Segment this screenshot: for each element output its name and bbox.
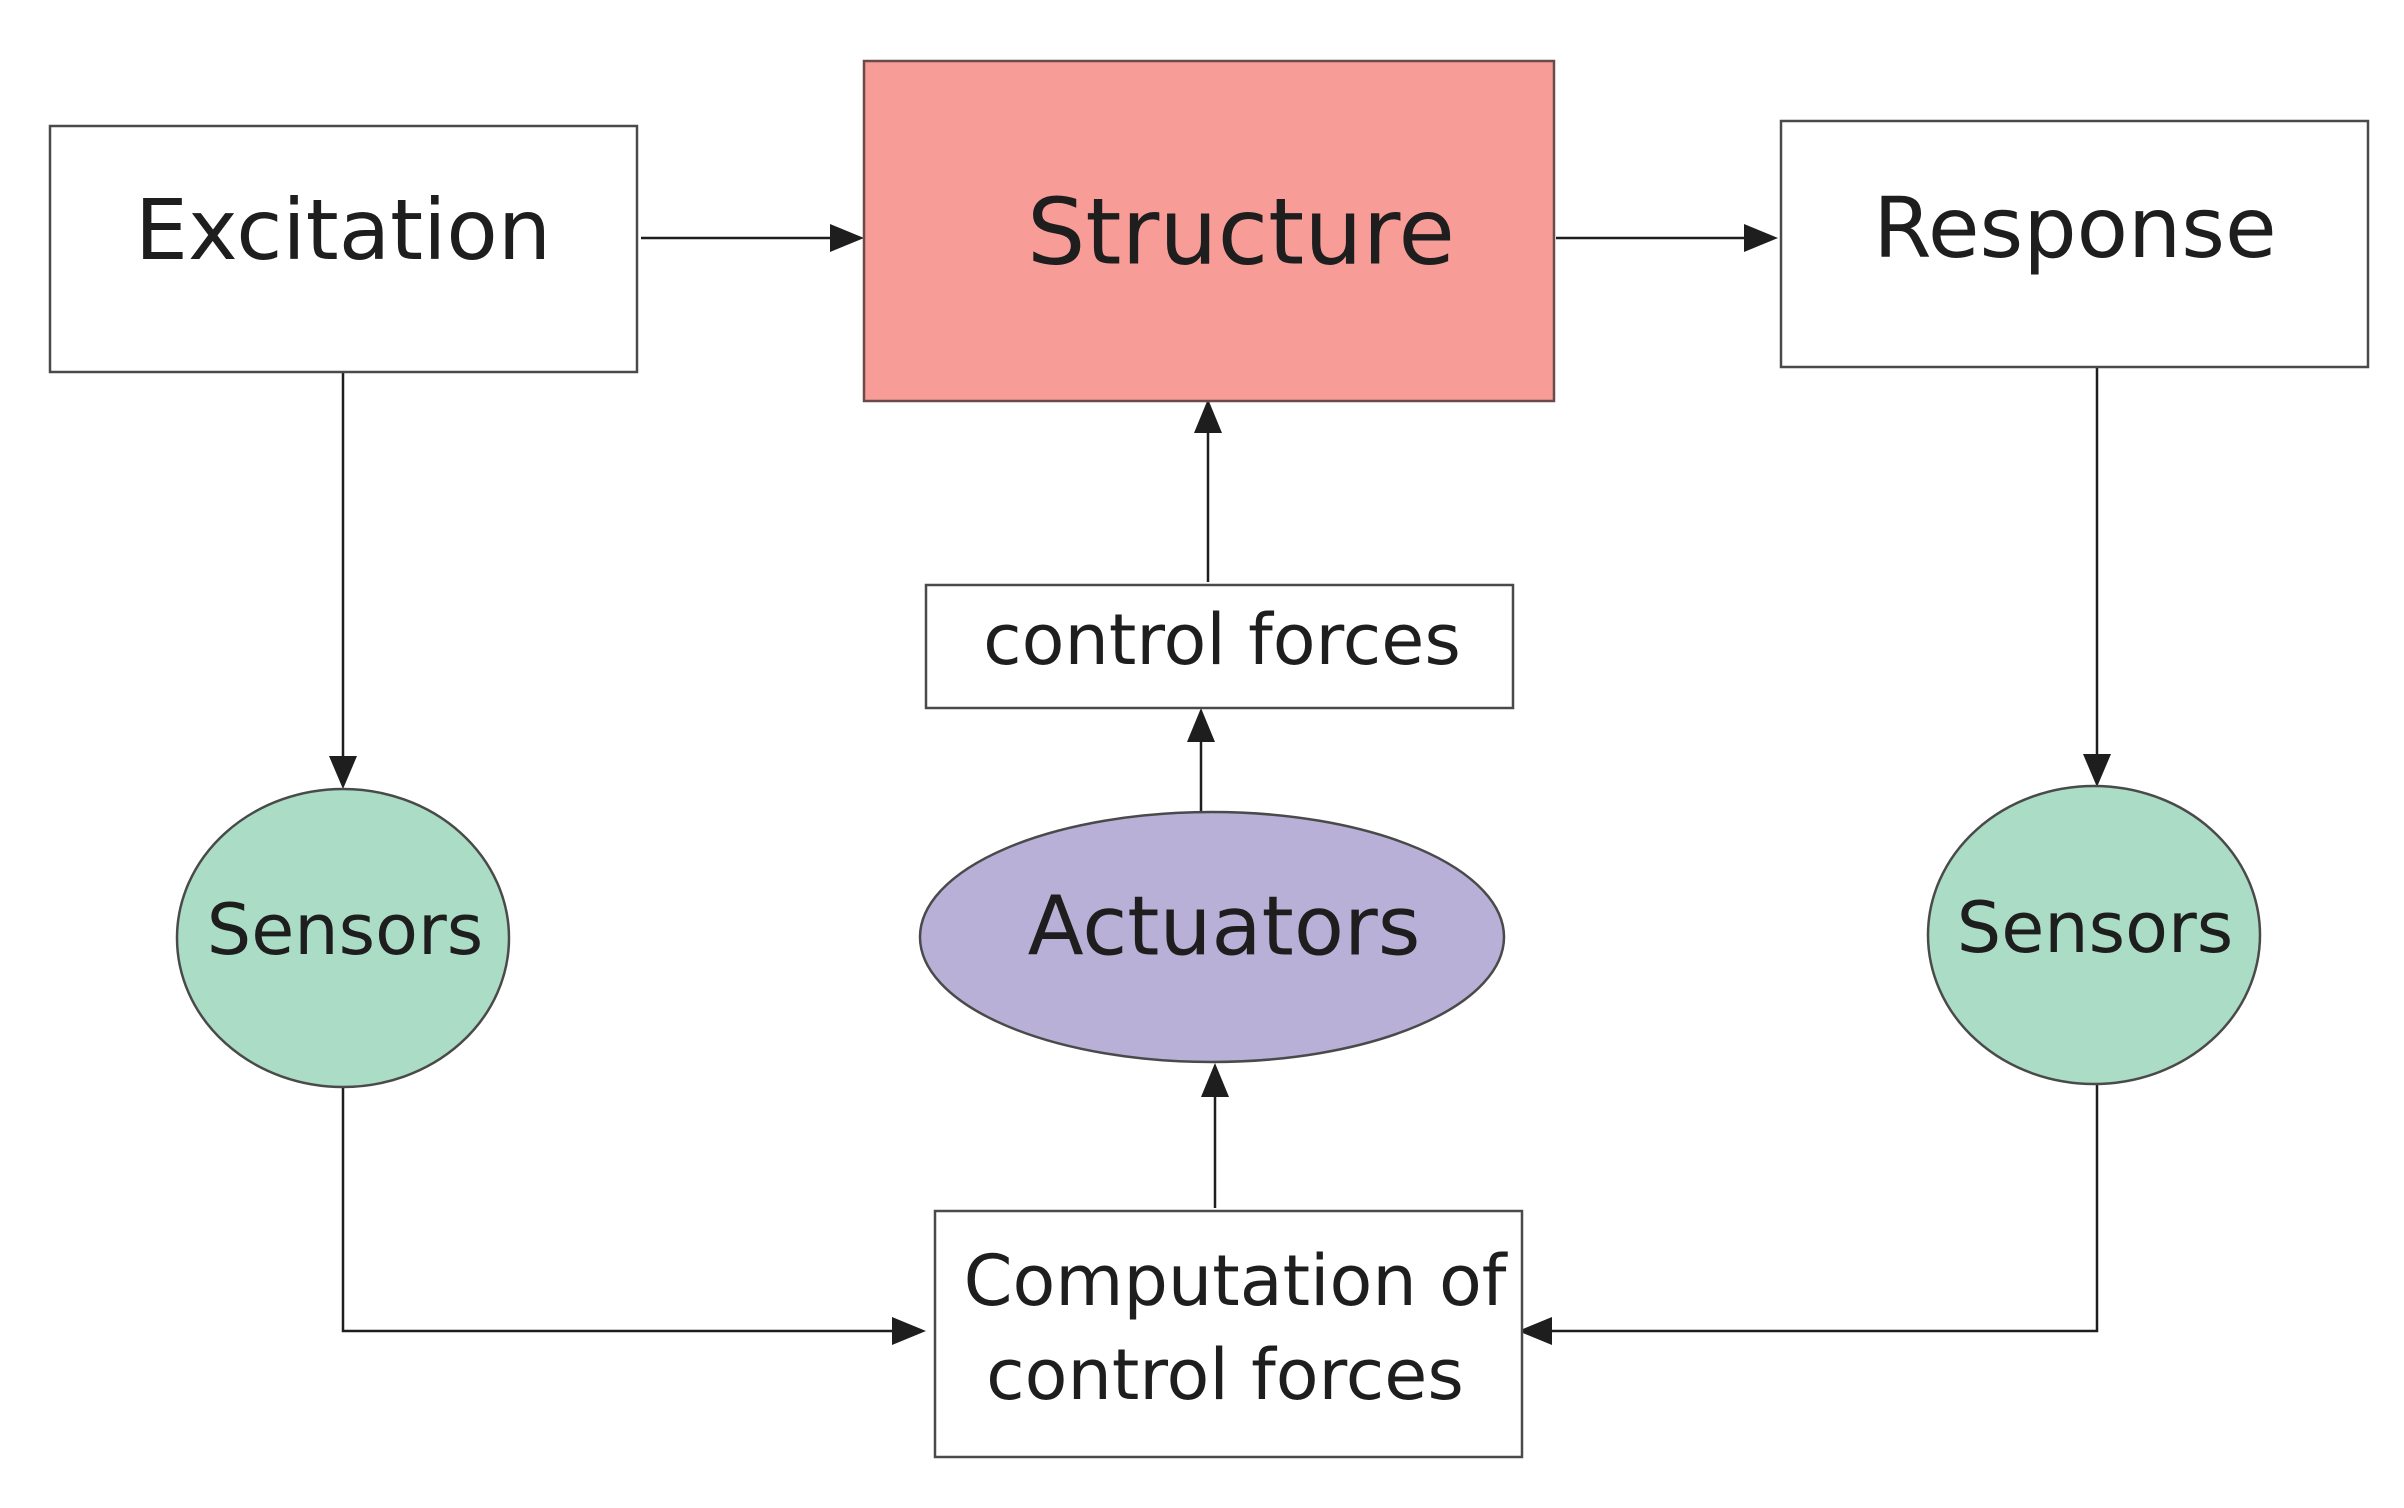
computation-box (933, 1209, 1524, 1459)
computation-label-line2: control forces (986, 1334, 1464, 1416)
sensors-right-label: Sensors (1957, 887, 2233, 969)
control-forces-node: control forces (924, 583, 1515, 710)
structure-label: Structure (1027, 178, 1455, 285)
arrowhead-structure-left (830, 224, 864, 252)
arrowhead-sensors-right-top (2083, 754, 2111, 787)
actuators-ellipse (918, 810, 1506, 1064)
actuators-label: Actuators (1028, 879, 1421, 974)
response-box (1779, 119, 2370, 369)
computation-label-line1: Computation of (964, 1240, 1508, 1322)
sensors-left-node: Sensors (175, 787, 511, 1089)
arrowhead-computation-left (892, 1317, 926, 1345)
excitation-node: Excitation (48, 124, 639, 374)
sensors-left-circle (175, 787, 511, 1089)
arrowhead-control-forces-bottom (1187, 708, 1215, 742)
response-node: Response (1779, 119, 2370, 369)
structure-node: Structure (862, 59, 1556, 403)
edges (329, 224, 2111, 1345)
actuators-node: Actuators (918, 810, 1506, 1064)
excitation-label: Excitation (135, 181, 551, 279)
sensors-left-label: Sensors (207, 889, 483, 971)
structure-box (862, 59, 1556, 403)
arrowhead-structure-bottom (1194, 399, 1222, 433)
edge-sensors-right-to-computation (1546, 1084, 2099, 1333)
sensors-right-circle (1926, 784, 2262, 1086)
computation-node: Computation of control forces (933, 1209, 1524, 1459)
response-label: Response (1873, 179, 2276, 277)
control-forces-box (924, 583, 1515, 710)
excitation-box (48, 124, 639, 374)
arrowhead-actuators-bottom (1201, 1063, 1229, 1097)
arrowhead-computation-right (1518, 1317, 1552, 1345)
edge-sensors-left-to-computation (341, 1087, 898, 1333)
control-forces-label: control forces (983, 599, 1461, 681)
sensors-right-node: Sensors (1926, 784, 2262, 1086)
arrowhead-sensors-left-top (329, 756, 357, 789)
arrowhead-response-left (1744, 224, 1778, 252)
